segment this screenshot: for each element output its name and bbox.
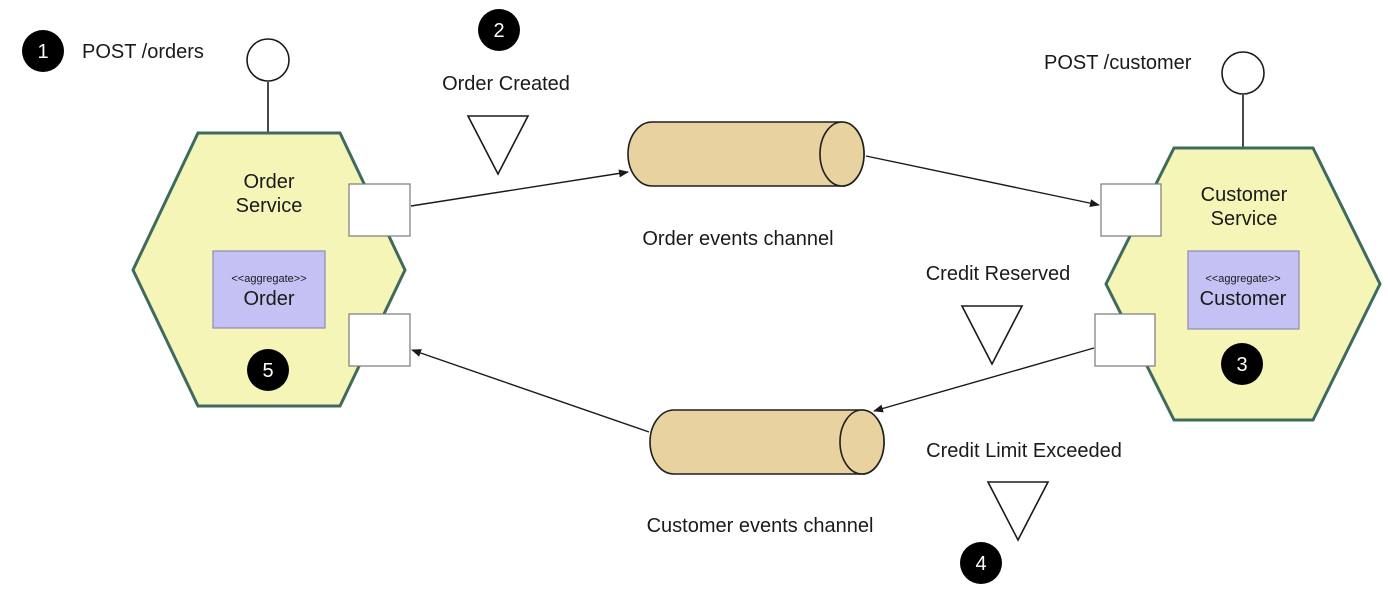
customer-outbound-port[interactable] xyxy=(1094,313,1156,367)
customer-service-name-line2: Service xyxy=(1211,208,1278,230)
step-badge-4: 4 xyxy=(960,542,1002,584)
step-badge-1: 1 xyxy=(22,30,64,72)
customer-events-channel-label: Customer events channel xyxy=(647,515,874,537)
order-outbound-port[interactable] xyxy=(348,183,411,237)
step-badge-5-number: 5 xyxy=(262,360,273,382)
credit-reserved-label: Credit Reserved xyxy=(926,263,1071,285)
customer-inbound-port[interactable] xyxy=(1100,183,1162,237)
step-badge-3-number: 3 xyxy=(1236,354,1247,376)
step-badge-2-number: 2 xyxy=(493,20,504,42)
step-badge-2: 2 xyxy=(478,9,520,51)
order-created-event-icon xyxy=(466,115,530,176)
customer-events-channel-end xyxy=(839,409,885,475)
customer-service-name-line1: Customer xyxy=(1201,184,1288,206)
order-events-channel[interactable] xyxy=(627,121,865,187)
customer-api-endpoint-icon[interactable] xyxy=(1221,51,1265,95)
channel-to-order-arrow xyxy=(411,349,650,433)
credit-reserved-event-icon xyxy=(960,305,1024,366)
customer-events-channel[interactable] xyxy=(649,409,885,475)
step-badge-1-number: 1 xyxy=(37,41,48,63)
customer-aggregate-box xyxy=(1187,250,1300,330)
customer-aggregate[interactable]: <<aggregate>> Customer xyxy=(1187,250,1300,330)
order-service-name-line2: Service xyxy=(236,195,303,217)
customer-aggregate-name: Customer xyxy=(1200,288,1287,310)
order-events-channel-label: Order events channel xyxy=(642,228,833,250)
customer-service: Customer Service <<aggregate>> Customer xyxy=(1094,51,1382,422)
step-badge-3: 3 xyxy=(1221,343,1263,385)
order-created-label: Order Created xyxy=(442,73,570,95)
order-service: Order Service <<aggregate>> Order xyxy=(131,38,411,408)
order-aggregate-name: Order xyxy=(243,288,294,310)
channel-to-customer-arrow xyxy=(865,155,1100,208)
customer-endpoint-label: POST /customer xyxy=(1044,52,1192,74)
order-service-name-line1: Order xyxy=(243,171,294,193)
customer-aggregate-stereotype: <<aggregate>> xyxy=(1205,273,1280,285)
credit-limit-exceeded-label: Credit Limit Exceeded xyxy=(926,440,1122,462)
customer-to-channel-arrow xyxy=(873,347,1095,413)
order-aggregate[interactable]: <<aggregate>> Order xyxy=(212,250,326,329)
step-badge-4-number: 4 xyxy=(975,553,986,575)
order-endpoint-label: POST /orders xyxy=(82,41,204,63)
order-api-endpoint-icon[interactable] xyxy=(246,38,290,82)
order-inbound-port[interactable] xyxy=(348,313,411,367)
credit-limit-exceeded-event-icon xyxy=(986,481,1050,542)
order-to-channel-arrow xyxy=(410,169,629,207)
order-aggregate-box xyxy=(212,250,326,329)
order-events-channel-end xyxy=(819,121,865,187)
step-badge-5: 5 xyxy=(247,349,289,391)
order-aggregate-stereotype: <<aggregate>> xyxy=(231,273,306,285)
